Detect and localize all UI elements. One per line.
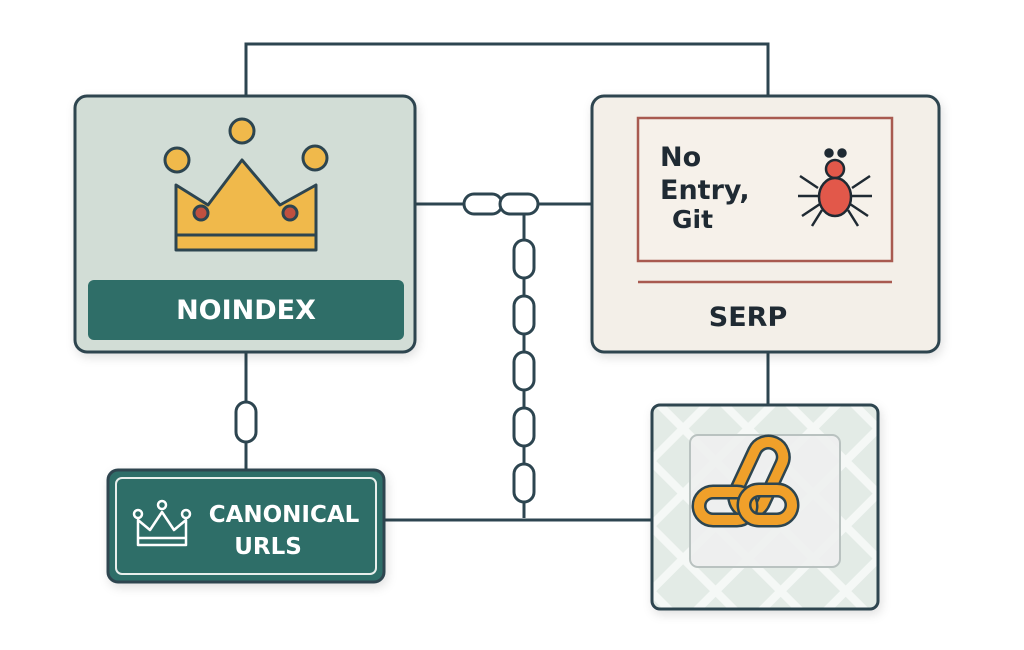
connector-top (244, 42, 770, 96)
serp-label: SERP (709, 302, 787, 333)
crown-icon (163, 117, 329, 252)
link-node (650, 403, 880, 611)
spider-icon (798, 148, 872, 227)
chain-icon (234, 192, 540, 504)
noindex-banner (88, 280, 404, 340)
noindex-node: NOINDEX (73, 94, 417, 354)
serp-sign-line1: No (660, 142, 701, 173)
crown-icon (132, 499, 192, 547)
canonical-urls-node: CANONICAL URLS (106, 468, 386, 584)
canonical-label-line1: CANONICAL (209, 502, 360, 528)
chain-link-icon (691, 434, 800, 528)
serp-sign-line3: Git (672, 205, 713, 234)
serp-node: No Entry, Git SERP (590, 94, 941, 354)
canonical-label-line2: URLS (234, 534, 302, 560)
noindex-label: NOINDEX (176, 295, 316, 326)
serp-sign-line2: Entry, (660, 175, 750, 206)
